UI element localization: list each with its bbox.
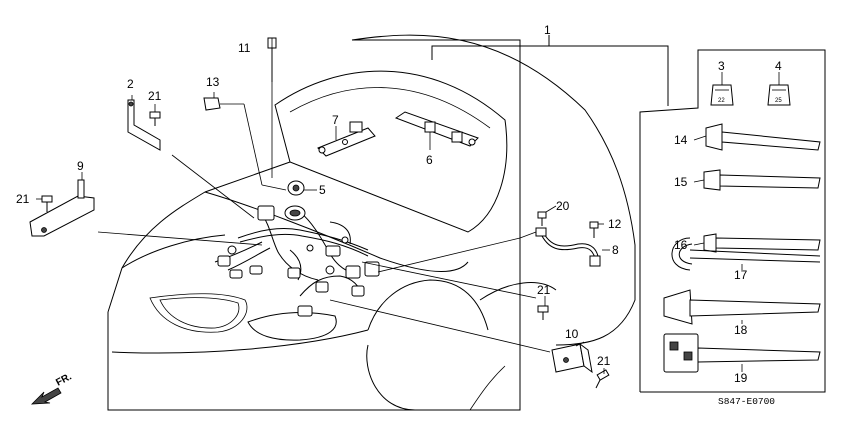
callout-21-left: 21 bbox=[16, 192, 30, 206]
callout-1: 1 bbox=[544, 23, 551, 37]
callout-10: 10 bbox=[565, 327, 579, 341]
clip-part-4: 25 bbox=[767, 84, 791, 106]
bolt-21-mid bbox=[537, 305, 549, 320]
catalog-code: S847-E0700 bbox=[718, 396, 775, 407]
callout-6: 6 bbox=[426, 153, 433, 167]
bracket-part-2 bbox=[127, 99, 161, 151]
clip-part-17 bbox=[671, 237, 821, 271]
callout-18: 18 bbox=[734, 323, 748, 337]
bolt-part-20 bbox=[537, 211, 547, 226]
cable-tie-part-16 bbox=[703, 233, 821, 253]
bolt-21-top bbox=[149, 111, 161, 126]
clip-part-19 bbox=[663, 333, 821, 373]
sub-harness-part-8 bbox=[535, 227, 601, 267]
bracket-part-9 bbox=[29, 179, 95, 237]
bolt-21-left bbox=[41, 195, 53, 212]
leader-lines bbox=[36, 38, 780, 374]
callout-7: 7 bbox=[332, 113, 339, 127]
callout-4: 4 bbox=[775, 59, 782, 73]
front-direction-label: FR. bbox=[54, 371, 74, 388]
front-arrow-icon bbox=[30, 387, 62, 405]
callout-15: 15 bbox=[674, 175, 688, 189]
engine-wire-harness bbox=[214, 205, 380, 317]
callout-20: 20 bbox=[556, 199, 570, 213]
callout-12: 12 bbox=[608, 217, 622, 231]
callout-2: 2 bbox=[127, 77, 134, 91]
callout-13: 13 bbox=[206, 75, 220, 89]
cable-tie-part-15 bbox=[703, 169, 821, 191]
grommet-part-13 bbox=[203, 97, 221, 111]
clip-4-mark: 25 bbox=[775, 98, 782, 104]
car-body-illustration bbox=[107, 34, 636, 411]
harness-part-6 bbox=[394, 111, 479, 147]
callout-21-top: 21 bbox=[148, 89, 162, 103]
clip-3-mark: 22 bbox=[718, 98, 725, 104]
callout-21-mid: 21 bbox=[537, 283, 551, 297]
clip-part-18 bbox=[663, 289, 821, 325]
bolt-part-12 bbox=[589, 221, 599, 238]
callout-17: 17 bbox=[734, 268, 748, 282]
frame-outline bbox=[107, 39, 521, 411]
clip-part-3: 22 bbox=[710, 84, 734, 106]
bracket-part-10 bbox=[551, 342, 593, 374]
callout-16: 16 bbox=[674, 238, 688, 252]
cable-tie-part-14 bbox=[705, 123, 821, 151]
callout-8: 8 bbox=[612, 243, 619, 257]
callout-1-bracket bbox=[431, 45, 669, 106]
callout-3: 3 bbox=[718, 59, 725, 73]
callout-19: 19 bbox=[734, 371, 748, 385]
front-direction-indicator: FR. bbox=[30, 371, 74, 405]
callout-9: 9 bbox=[77, 159, 84, 173]
callout-5: 5 bbox=[319, 183, 326, 197]
harness-part-7 bbox=[317, 121, 376, 157]
clip-panel-outline bbox=[639, 49, 826, 393]
callout-21-bottom: 21 bbox=[597, 354, 611, 368]
connector-part-5 bbox=[287, 180, 305, 196]
callout-11: 11 bbox=[238, 41, 251, 55]
callout-14: 14 bbox=[674, 133, 688, 147]
bolt-21-bottom bbox=[595, 369, 610, 389]
callout-numbers: 1 2 3 4 5 6 7 8 9 10 11 12 13 14 15 16 1… bbox=[16, 23, 782, 385]
